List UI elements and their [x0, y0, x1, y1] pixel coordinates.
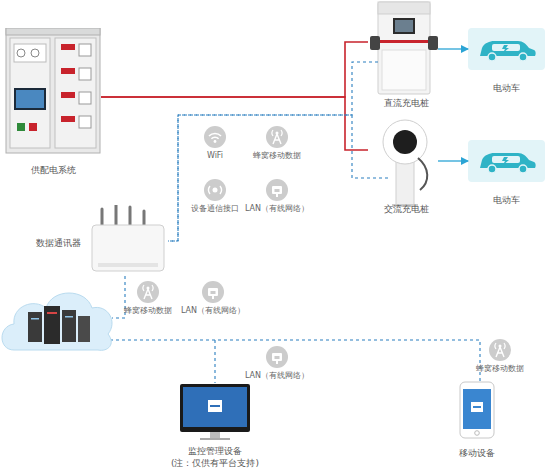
power-cabinet: 供配电系统 — [5, 28, 101, 180]
network-label: LAN（有线网络） — [237, 371, 317, 381]
dc-charger: 直流充电桩 — [368, 0, 444, 112]
power-line — [101, 97, 368, 150]
cloud-server — [2, 293, 112, 350]
network-label: WiFi — [175, 151, 255, 161]
ev-box: 电动车 — [468, 140, 548, 210]
data-line — [168, 62, 378, 241]
dc-charger-art — [368, 0, 444, 96]
network-label: 蜂窝移动数据 — [108, 306, 188, 316]
network-label: LAN（有线网络） — [237, 204, 317, 214]
monitor-device-art — [150, 380, 280, 442]
network-wire — [110, 276, 480, 383]
data-communicator: 数据通讯器 — [28, 205, 168, 275]
ev-box-art — [468, 28, 548, 72]
network-label: 设备通信接口 — [175, 204, 255, 214]
node-label: 数据通讯器 — [28, 238, 88, 249]
ev-box: 电动车 — [468, 28, 548, 98]
charge-arrow — [438, 160, 468, 161]
node-label: 交流充电桩 — [368, 204, 444, 215]
node-label: 供配电系统 — [5, 165, 101, 176]
node-label: 直流充电桩 — [368, 98, 444, 109]
network-label: 蜂窝移动数据 — [237, 151, 317, 161]
ac-charger: 交流充电桩 — [368, 118, 444, 218]
monitor-device: 监控管理设备(注：仅供有平台支持) — [150, 380, 280, 469]
mobile-device: 移动设备 — [440, 380, 514, 465]
ev-box-art — [468, 140, 548, 184]
network-label: 蜂窝移动数据 — [460, 364, 540, 374]
network-label: LAN（有线网络） — [173, 306, 253, 316]
node-label: 监控管理设备 — [150, 446, 280, 457]
power-line — [101, 42, 368, 97]
charge-arrow — [438, 48, 468, 49]
mobile-device-art — [440, 380, 514, 440]
node-label: (注：仅供有平台支持) — [150, 458, 280, 469]
ac-charger-art — [368, 118, 444, 208]
node-label: 移动设备 — [440, 448, 514, 459]
data-line — [168, 115, 388, 241]
network-icon — [137, 126, 511, 368]
node-label: 电动车 — [468, 195, 545, 206]
node-label: 电动车 — [468, 83, 545, 94]
power-cabinet-art — [5, 28, 101, 154]
